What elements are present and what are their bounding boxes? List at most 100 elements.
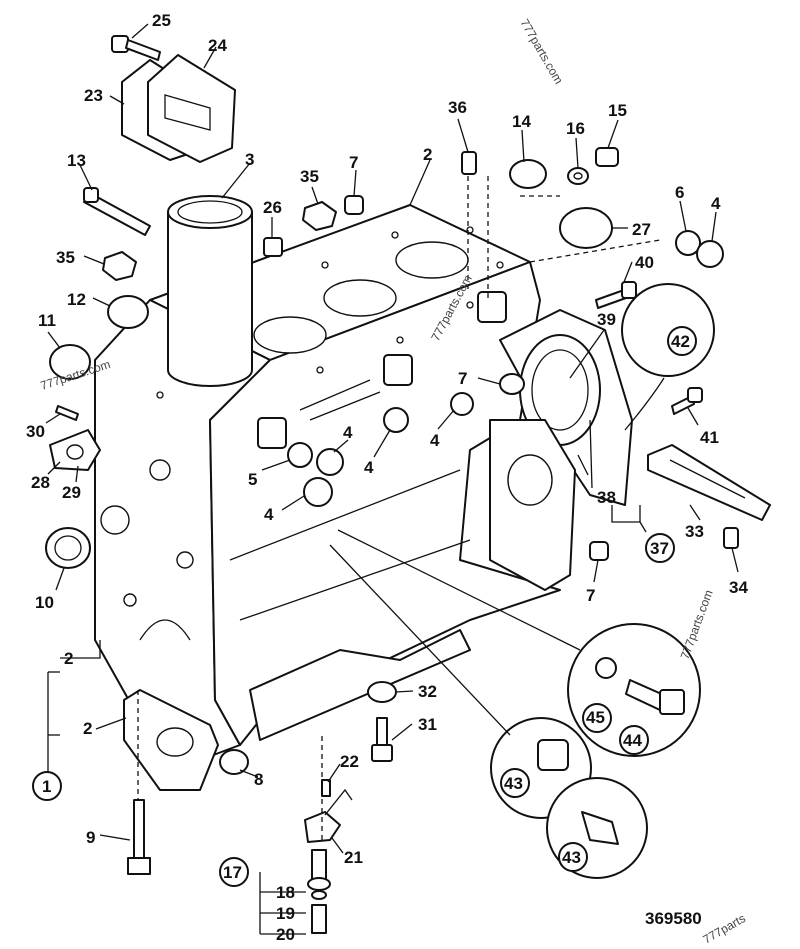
callout-17: 17 xyxy=(223,863,242,882)
callout-30: 30 xyxy=(26,422,45,441)
bearing-support xyxy=(489,419,576,591)
screw-34 xyxy=(723,527,739,549)
callout-ring-43a xyxy=(500,768,530,798)
callout-40: 40 xyxy=(635,253,654,272)
gasket-28-29 xyxy=(49,429,101,471)
cup-plug-27 xyxy=(559,207,613,249)
plug-35b xyxy=(102,251,137,281)
callout-18: 18 xyxy=(276,883,295,902)
bush-10 xyxy=(45,527,91,569)
callout-1: 1 xyxy=(42,777,51,796)
callout-7a: 7 xyxy=(349,153,358,172)
plug-7c xyxy=(589,541,609,561)
callout-19: 19 xyxy=(276,904,295,923)
callout-21: 21 xyxy=(344,848,363,867)
callout-labels: 25 24 23 13 3 35 7 2 36 14 16 15 26 35 1… xyxy=(26,11,748,944)
watermark-5: 777parts xyxy=(701,911,748,946)
callout-13: 13 xyxy=(67,151,86,170)
callout-20: 20 xyxy=(276,925,295,944)
bolt-40 xyxy=(595,281,637,309)
callout-4d: 4 xyxy=(364,458,374,477)
bracket-17 xyxy=(259,872,306,935)
callout-33: 33 xyxy=(685,522,704,541)
cup-plug-14 xyxy=(509,159,547,189)
dowel-36 xyxy=(461,151,477,175)
callout-ring-37 xyxy=(645,533,675,563)
rear-seal-housing xyxy=(499,309,633,506)
callout-4e: 4 xyxy=(264,505,274,524)
callout-39: 39 xyxy=(597,310,616,329)
callout-ring-44 xyxy=(619,725,649,755)
detail-band-1 xyxy=(337,529,581,651)
bush-6 xyxy=(675,230,701,256)
callout-7c: 7 xyxy=(586,586,595,605)
callout-ring-42 xyxy=(667,326,697,356)
callout-37: 37 xyxy=(650,539,669,558)
seal-8 xyxy=(219,749,249,775)
plug-26 xyxy=(263,237,283,257)
main-bearing-cap xyxy=(123,689,219,791)
callout-15: 15 xyxy=(608,101,627,120)
bush-4a xyxy=(696,240,724,268)
callout-14: 14 xyxy=(512,112,531,131)
washer-16 xyxy=(567,167,589,185)
plug-35a xyxy=(302,201,337,231)
callout-3: 3 xyxy=(245,150,254,169)
detail-42 xyxy=(621,283,715,377)
callout-42: 42 xyxy=(671,332,690,351)
callout-23: 23 xyxy=(84,86,103,105)
bolt-9 xyxy=(127,799,151,875)
callout-28: 28 xyxy=(31,473,50,492)
callout-4b: 4 xyxy=(343,423,353,442)
callout-8: 8 xyxy=(254,770,263,789)
detail-band-2 xyxy=(329,544,511,736)
callout-ring-1 xyxy=(32,771,62,801)
cup-plug-11 xyxy=(49,344,91,380)
bearing-rail-33 xyxy=(647,444,771,521)
callout-35a: 35 xyxy=(300,167,319,186)
watermark-4: 777parts.com xyxy=(678,588,716,661)
callout-9: 9 xyxy=(86,828,95,847)
callout-ring-17 xyxy=(219,857,249,887)
callout-4a: 4 xyxy=(711,194,721,213)
banjo-bolt-group xyxy=(307,849,331,934)
callout-16: 16 xyxy=(566,119,585,138)
bolt-31 xyxy=(371,717,393,762)
callout-36: 36 xyxy=(448,98,467,117)
callout-10: 10 xyxy=(35,593,54,612)
callout-26: 26 xyxy=(263,198,282,217)
callout-45: 45 xyxy=(586,708,605,727)
callout-2a: 2 xyxy=(423,145,432,164)
watermark-1: 777parts.com xyxy=(517,17,565,87)
callout-44: 44 xyxy=(623,731,642,750)
callout-ring-43b xyxy=(558,842,588,872)
callout-31: 31 xyxy=(418,715,437,734)
callout-11: 11 xyxy=(38,311,56,330)
callout-12: 12 xyxy=(67,290,86,309)
callout-22: 22 xyxy=(340,752,359,771)
bushes-4-5 xyxy=(287,392,474,507)
callout-25: 25 xyxy=(152,11,171,30)
callout-38: 38 xyxy=(597,488,616,507)
callout-6: 6 xyxy=(675,183,684,202)
callout-43b: 43 xyxy=(562,848,581,867)
callout-4c: 4 xyxy=(430,431,440,450)
bolt-25 xyxy=(111,35,161,61)
leader-lines xyxy=(45,23,739,854)
callout-32: 32 xyxy=(418,682,437,701)
detail-band-3 xyxy=(624,377,665,431)
oil-jet xyxy=(304,779,353,843)
washer-32 xyxy=(367,681,397,703)
bolt-30 xyxy=(55,405,79,421)
callout-27: 27 xyxy=(632,220,651,239)
plug-7b xyxy=(499,373,525,395)
callout-34: 34 xyxy=(729,578,748,597)
bolt-13 xyxy=(83,187,151,236)
callout-7b: 7 xyxy=(458,369,467,388)
reference-number: 369580 xyxy=(645,909,702,928)
callout-5: 5 xyxy=(248,470,257,489)
callout-43a: 43 xyxy=(504,774,523,793)
bolt-41 xyxy=(671,387,703,415)
cover-plate xyxy=(121,54,236,163)
